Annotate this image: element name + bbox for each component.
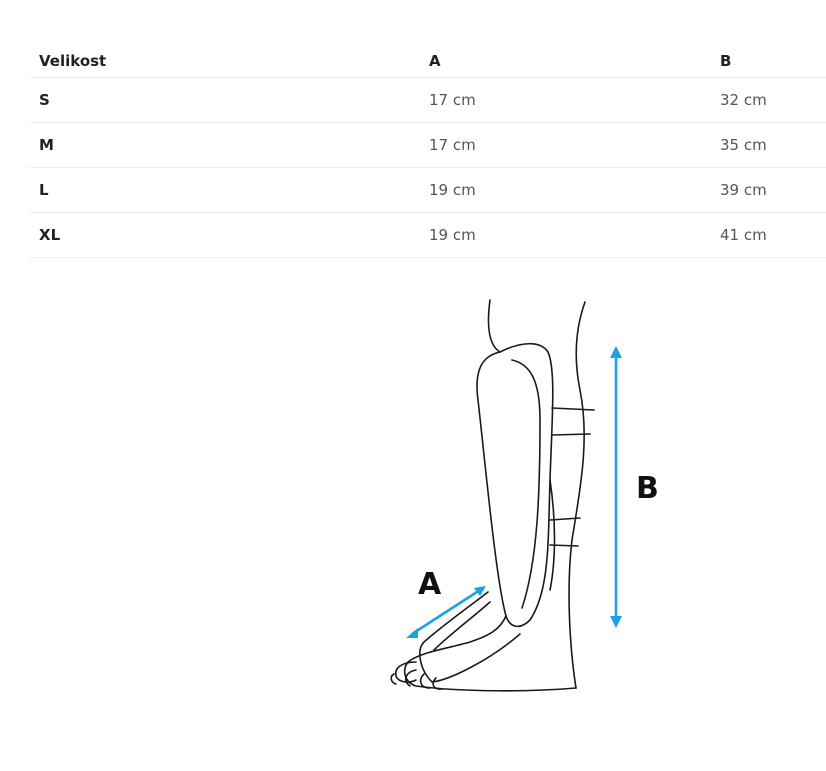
- size-chart-table: Velikost A B S 17 cm 32 cm M 17 cm 35 cm…: [30, 44, 826, 258]
- measure-a-cell: 19 cm: [420, 167, 711, 213]
- column-header-a: A: [420, 44, 711, 78]
- column-header-size: Velikost: [30, 44, 420, 78]
- label-a: A: [418, 567, 442, 602]
- measure-a-cell: 17 cm: [420, 77, 711, 123]
- table-row: M 17 cm 35 cm: [30, 122, 826, 168]
- table-row: L 19 cm 39 cm: [30, 167, 826, 213]
- measure-b-cell: 32 cm: [711, 77, 826, 123]
- table-row: XL 19 cm 41 cm: [30, 212, 826, 258]
- label-b: B: [636, 471, 659, 506]
- arrow-a: [406, 586, 486, 638]
- size-cell: M: [30, 122, 420, 168]
- measure-a-cell: 17 cm: [420, 122, 711, 168]
- measure-b-cell: 39 cm: [711, 167, 826, 213]
- size-cell: XL: [30, 212, 420, 258]
- column-header-b: B: [711, 44, 826, 78]
- table-header-row: Velikost A B: [30, 44, 826, 78]
- size-cell: S: [30, 77, 420, 123]
- measure-b-cell: 41 cm: [711, 212, 826, 258]
- leg-outline: [390, 299, 595, 692]
- table-row: S 17 cm 32 cm: [30, 77, 826, 123]
- size-cell: L: [30, 167, 420, 213]
- leg-brace-illustration: A B: [390, 299, 659, 692]
- arrow-b: [610, 346, 622, 628]
- measure-b-cell: 35 cm: [711, 122, 826, 168]
- measure-a-cell: 19 cm: [420, 212, 711, 258]
- measurement-diagram: A B: [380, 290, 670, 710]
